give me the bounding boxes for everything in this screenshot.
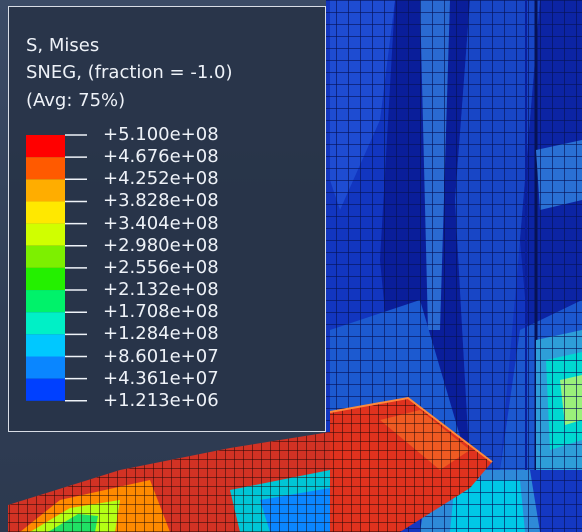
colorbar-band	[26, 179, 65, 202]
colorbar-band	[26, 312, 65, 335]
colorbar-tick-label: +2.980e+08	[103, 234, 219, 256]
colorbar-band	[26, 334, 65, 357]
colorbar-tick-label: +1.708e+08	[103, 301, 219, 323]
colorbar-band	[26, 223, 65, 246]
colorbar-band	[26, 245, 65, 268]
colorbar-band	[26, 356, 65, 379]
colorbar-band	[26, 201, 65, 224]
corner-stress-region	[536, 140, 582, 500]
colorbar-tick-label: +8.601e+07	[103, 345, 219, 367]
colorbar-tick-label: +4.252e+08	[103, 168, 219, 190]
colorbar-tick-label: +5.100e+08	[103, 124, 219, 145]
colorbar-tick-label: +3.828e+08	[103, 190, 219, 212]
colorbar-band	[26, 267, 65, 291]
colorbar-band	[26, 290, 65, 313]
legend-section-point-label: SNEG, (fraction = -1.0)	[26, 62, 233, 83]
contour-colorbar	[26, 134, 87, 402]
colorbar-band	[26, 378, 65, 401]
colorbar-tick-label: +4.676e+08	[103, 146, 219, 168]
legend-variable-label: S, Mises	[26, 35, 100, 56]
web-extension	[8, 432, 330, 532]
colorbar-band	[26, 157, 65, 180]
colorbar-tick-label: +1.284e+08	[103, 323, 219, 345]
colorbar-tick-label: +2.132e+08	[103, 279, 219, 301]
colorbar-tick-label: +4.361e+07	[103, 367, 219, 389]
colorbar-tick-label: +1.213e+06	[103, 389, 219, 411]
colorbar-tick-label: +3.404e+08	[103, 212, 219, 234]
legend-averaging-label: (Avg: 75%)	[26, 90, 126, 111]
contour-legend[interactable]: S, Mises SNEG, (fraction = -1.0) (Avg: 7…	[8, 6, 326, 432]
flange-plate	[300, 396, 493, 532]
colorbar-band	[26, 135, 65, 158]
colorbar-tick-label: +2.556e+08	[103, 256, 219, 278]
